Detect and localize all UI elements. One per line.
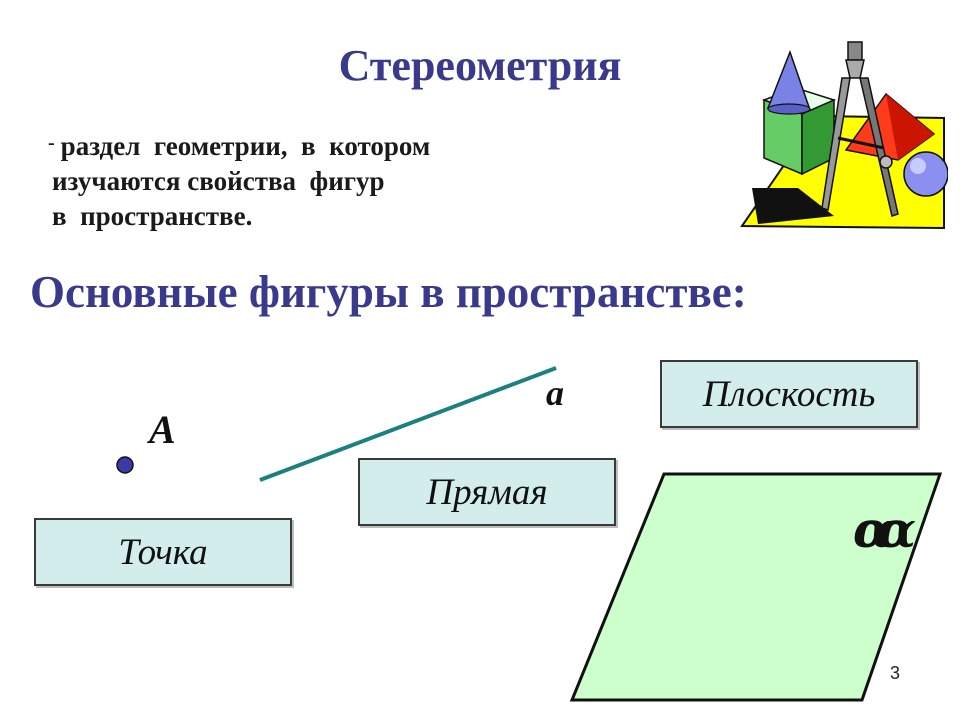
plane-parallelogram <box>569 472 943 702</box>
plane-figure <box>569 472 943 702</box>
line-label: a <box>546 373 564 413</box>
point-label: A <box>149 407 176 452</box>
definition-line-3: в пространстве. <box>52 201 253 231</box>
line-label-box: Прямая <box>358 458 616 526</box>
geometry-clipart-icon <box>740 41 948 230</box>
plane-label: αα <box>853 500 916 559</box>
definition-line-2: изучаются свойства фигур <box>52 166 385 196</box>
line-a-figure <box>259 366 557 482</box>
compass-icon <box>821 41 899 217</box>
definition-text: -раздел геометрии, в котором изучаются с… <box>48 126 608 234</box>
clipart-shadow <box>752 188 834 224</box>
line-a-segment <box>259 366 557 482</box>
point-a-dot <box>116 456 134 474</box>
plane-box-text: Плоскость <box>702 373 876 415</box>
point-label-box: Точка <box>34 518 292 586</box>
definition-dash: - <box>48 132 55 154</box>
line-box-text: Прямая <box>426 471 548 513</box>
plane-label-box: Плоскость <box>660 360 918 428</box>
section-heading: Основные фигуры в пространстве: <box>30 267 747 317</box>
point-box-text: Точка <box>118 531 208 573</box>
page-title: Стереометрия <box>338 41 622 90</box>
definition-line-1: раздел геометрии, в котором <box>60 131 431 161</box>
clipart-sphere <box>903 151 948 197</box>
point-a-figure <box>116 456 134 474</box>
clipart-blue-cone <box>766 49 812 111</box>
page-number: 3 <box>890 663 901 683</box>
